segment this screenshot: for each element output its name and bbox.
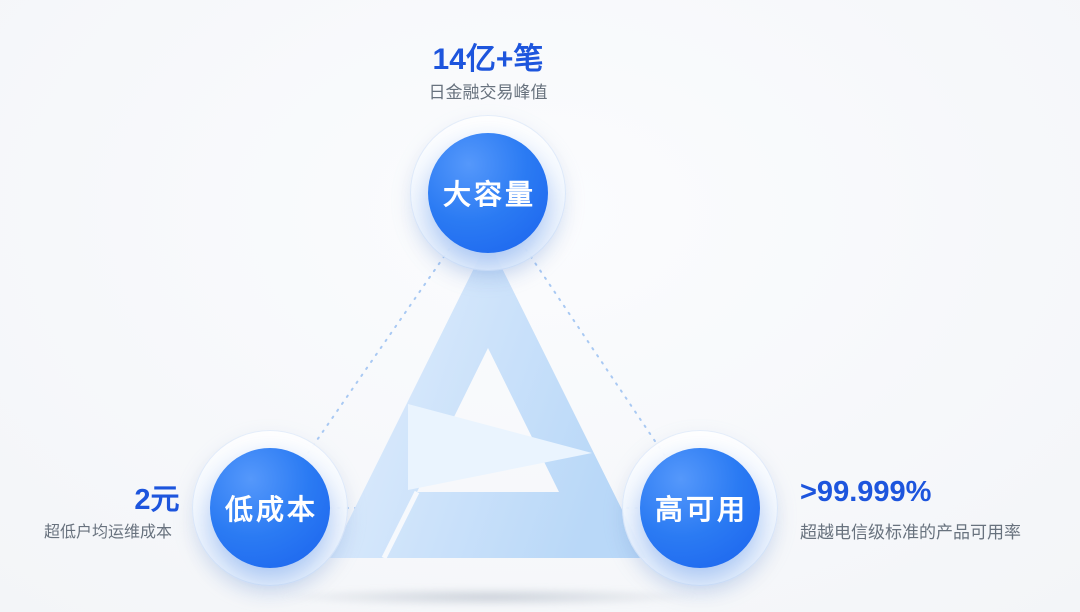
- node-capacity: 大容量: [428, 133, 548, 253]
- triangle-band: [330, 240, 646, 558]
- stat-right-caption: 超越电信级标准的产品可用率: [800, 523, 1021, 542]
- triangle-inner-arrow: [408, 404, 592, 490]
- stat-right-value: >99.999%: [800, 476, 932, 508]
- node-capacity-label: 大容量: [442, 179, 536, 210]
- ground-shadow: [205, 584, 775, 610]
- stat-left-caption: 超低户均运维成本: [43, 524, 172, 541]
- node-high-availability-label: 高可用: [654, 494, 748, 525]
- node-low-cost: 低成本: [210, 448, 330, 568]
- node-high-availability: 高可用: [640, 448, 760, 568]
- stat-top-caption: 日金融交易峰值: [428, 83, 548, 102]
- node-low-cost-label: 低成本: [224, 494, 318, 525]
- triangle-cut-line: [381, 490, 420, 560]
- stat-top-value: 14亿+笔: [432, 43, 544, 76]
- stat-left-value: 2元: [134, 484, 180, 516]
